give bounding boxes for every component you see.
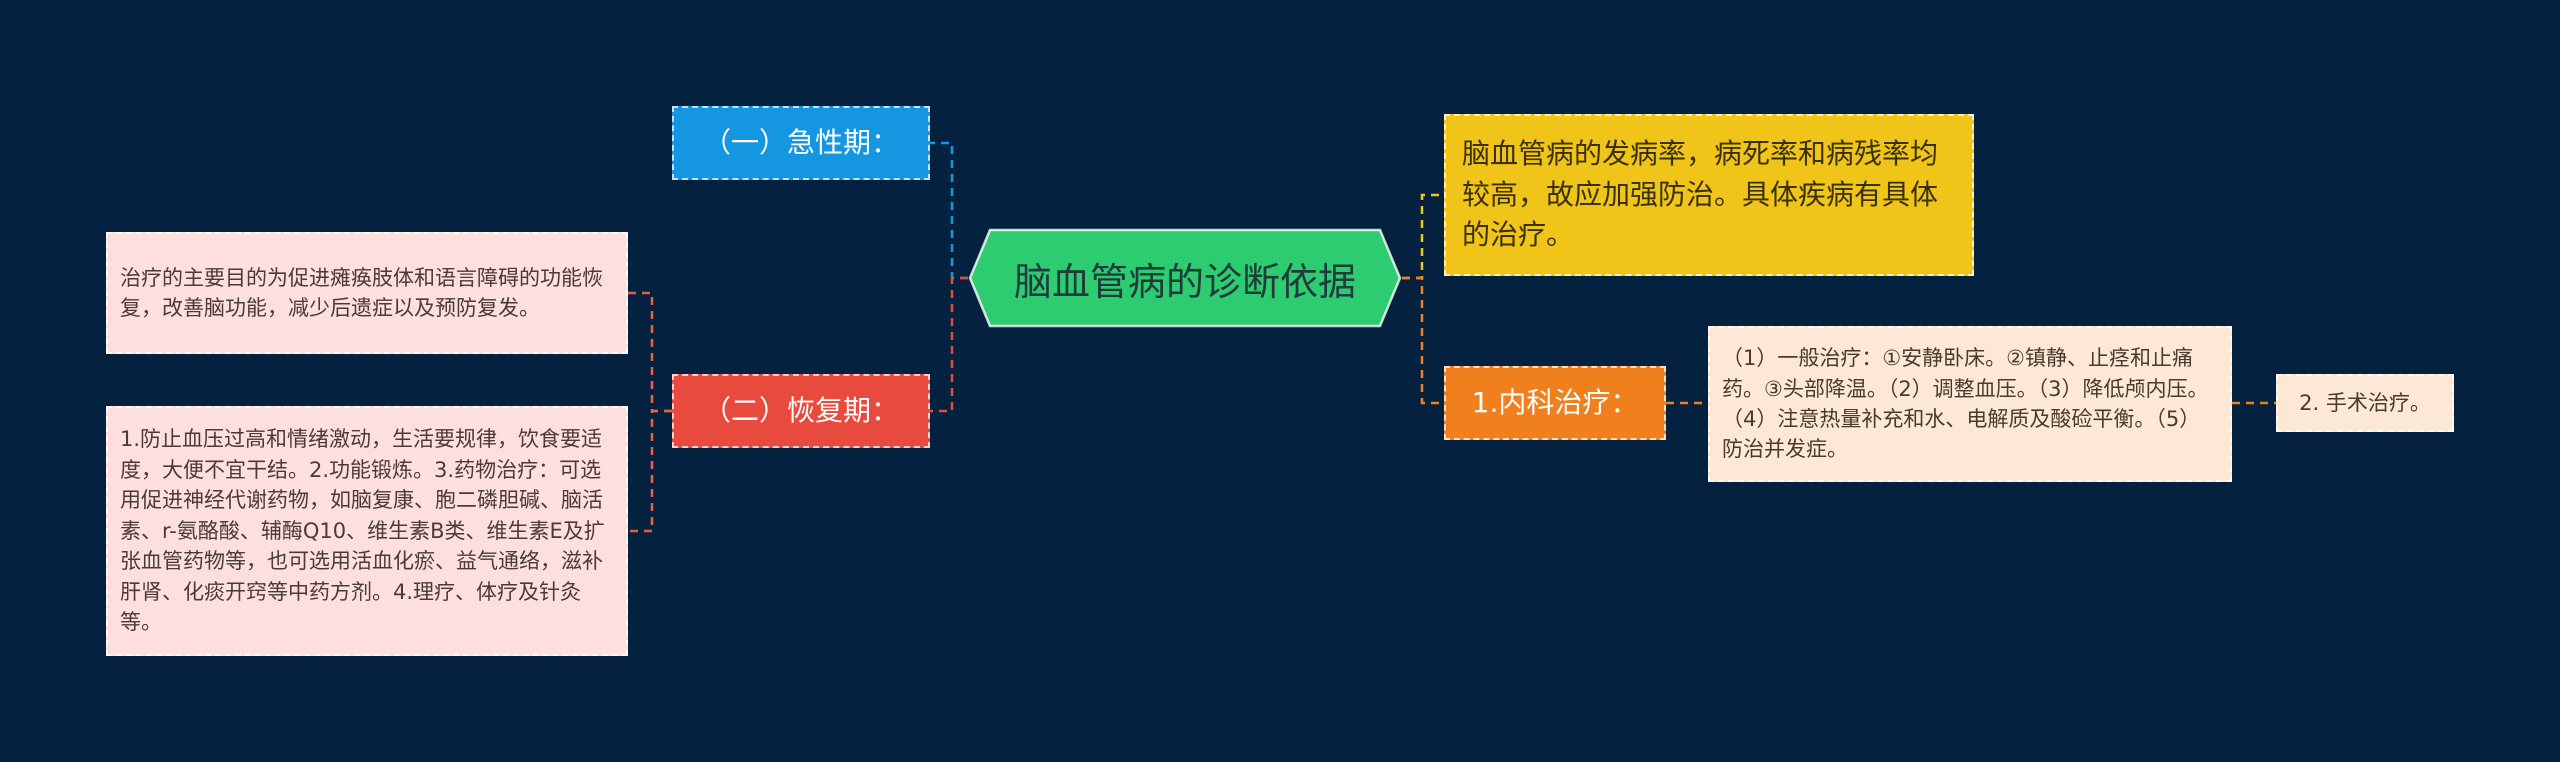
recovery-measures-node[interactable]: 1.防止血压过高和情绪激动，生活要规律，饮食要适度，大便不宜干结。2.功能锻炼。… xyxy=(106,406,628,656)
link-recovery-measures xyxy=(628,409,672,533)
surgery-node[interactable]: 2. 手术治疗。 xyxy=(2276,374,2454,432)
recovery-phase-label: （二）恢复期： xyxy=(702,393,899,427)
link-recovery-goal xyxy=(628,291,672,413)
link-center-recovery xyxy=(930,276,968,413)
medical-treatment-label: 1.内科治疗： xyxy=(1471,385,1639,419)
link-center-intro xyxy=(1402,193,1444,280)
acute-phase-node[interactable]: （一）急性期： xyxy=(672,106,930,180)
link-center-acute xyxy=(930,141,968,280)
center-hexagon xyxy=(968,228,1402,328)
medical-treatment-node[interactable]: 1.内科治疗： xyxy=(1444,366,1666,440)
recovery-goal-text: 治疗的主要目的为促进瘫痪肢体和语言障碍的功能恢复，改善脑功能，减少后遗症以及预防… xyxy=(120,265,603,320)
acute-phase-label: （一）急性期： xyxy=(702,125,899,159)
surgery-label: 2. 手术治疗。 xyxy=(2299,390,2431,415)
recovery-phase-node[interactable]: （二）恢复期： xyxy=(672,374,930,448)
medical-detail-text: （1）一般治疗：①安静卧床。②镇静、止痉和止痛药。③头部降温。（2）调整血压。（… xyxy=(1722,346,2209,462)
center-topic[interactable]: 脑血管病的诊断依据 xyxy=(968,228,1402,328)
intro-node[interactable]: 脑血管病的发病率，病死率和病残率均较高，故应加强防治。具体疾病有具体的治疗。 xyxy=(1444,114,1974,276)
link-center-medical xyxy=(1402,276,1444,405)
center-topic-label: 脑血管病的诊断依据 xyxy=(1013,259,1356,304)
medical-detail-node[interactable]: （1）一般治疗：①安静卧床。②镇静、止痉和止痛药。③头部降温。（2）调整血压。（… xyxy=(1708,326,2232,482)
recovery-goal-node[interactable]: 治疗的主要目的为促进瘫痪肢体和语言障碍的功能恢复，改善脑功能，减少后遗症以及预防… xyxy=(106,232,628,354)
intro-text: 脑血管病的发病率，病死率和病残率均较高，故应加强防治。具体疾病有具体的治疗。 xyxy=(1462,137,1939,252)
recovery-measures-text: 1.防止血压过高和情绪激动，生活要规律，饮食要适度，大便不宜干结。2.功能锻炼。… xyxy=(120,427,605,635)
